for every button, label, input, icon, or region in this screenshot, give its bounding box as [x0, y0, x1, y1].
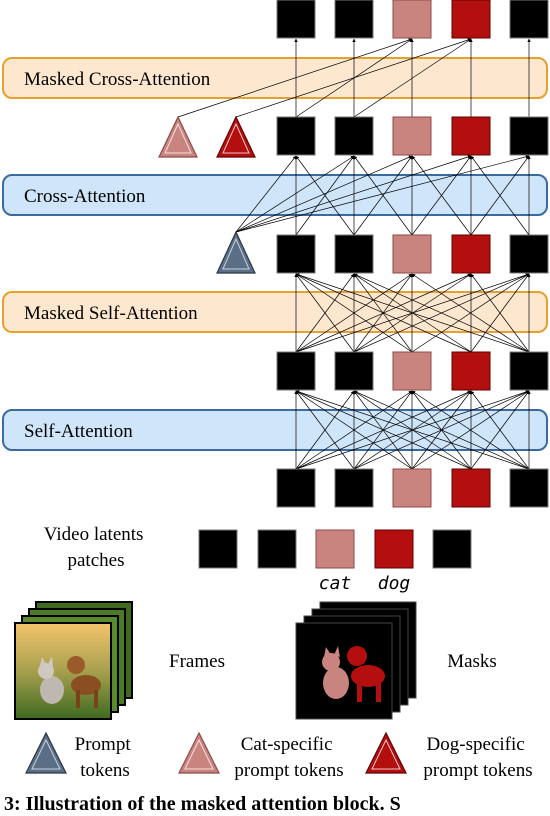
attention-edge: [295, 38, 413, 118]
attention-edge: [470, 273, 530, 353]
latent-patch: [509, 234, 549, 274]
latent-patch: [334, 0, 374, 39]
latent-patch: [334, 116, 374, 156]
attention-edge: [411, 273, 530, 353]
cat-latent-patch: [315, 529, 355, 569]
latent-patch-rows: [276, 0, 549, 508]
attention-edge: [411, 390, 530, 470]
masks-image-stack: [295, 601, 417, 720]
stack-prompt-tokens: [158, 115, 256, 274]
dog-latent-patch: [451, 116, 491, 156]
cat-prompt-token: [158, 115, 198, 158]
attention-edge: [177, 38, 413, 118]
dog-latent-patch: [451, 0, 491, 39]
dog-latent-patch: [451, 234, 491, 274]
latent-patch: [509, 468, 549, 508]
attention-edge: [295, 273, 413, 353]
band-cross-attention: Cross-Attention: [2, 174, 548, 216]
latent-patch: [334, 468, 374, 508]
attention-edge: [295, 390, 355, 470]
masks-label: Masks: [447, 651, 497, 672]
prompt-token-inner: [222, 237, 250, 270]
prompt-token: [216, 230, 256, 274]
cat-latent-patch: [392, 234, 432, 274]
latent-patch: [509, 116, 549, 156]
attention-edge: [235, 155, 297, 233]
attention-edge: [411, 155, 472, 236]
latent-patch: [276, 116, 316, 156]
attention-edge: [295, 390, 472, 470]
latent-patch: [276, 0, 316, 39]
figure-caption: 3: Illustration of the masked attention …: [4, 793, 401, 815]
dog-prompt-token: [216, 115, 256, 158]
latent-patch: [198, 529, 238, 569]
attention-edge: [353, 155, 413, 236]
legend-prompt-label: Prompt tokens: [75, 734, 136, 781]
attention-edge: [353, 273, 472, 353]
attention-edge: [353, 390, 530, 470]
cat-latent-patch: [392, 468, 432, 508]
legend-cat-label: Cat-specific prompt tokens: [234, 734, 343, 781]
latent-patch: [334, 351, 374, 391]
attention-edge: [470, 155, 530, 236]
band-masked-self-attention: Masked Self-Attention: [2, 291, 548, 333]
attention-edge: [295, 155, 355, 236]
legend-dog-token: [365, 731, 407, 774]
cat-prompt-token-inner: [164, 122, 192, 154]
attention-connections: [177, 38, 531, 470]
attention-edge: [295, 273, 355, 353]
attention-edge: [295, 390, 413, 470]
latent-patch: [276, 468, 316, 508]
frames-image-stack: [14, 601, 133, 720]
video-latents-label: Video latents patches: [44, 524, 148, 571]
legend-prompt-token: [25, 731, 67, 774]
attention-edge: [295, 273, 472, 353]
dog-latent-patch: [451, 468, 491, 508]
video-latents-patches: [198, 529, 472, 569]
attention-edge: [235, 155, 355, 233]
legend-dog-label: Dog-specific prompt tokens: [423, 734, 532, 781]
legend-cat-token: [178, 731, 220, 774]
latent-patch: [276, 234, 316, 274]
dog-prompt-token-inner: [222, 122, 250, 154]
frames-label: Frames: [169, 651, 225, 672]
attention-edge: [353, 273, 530, 353]
band-label-cross-attention: Cross-Attention: [24, 186, 146, 207]
attention-edge: [353, 38, 472, 118]
dog-latent-patch: [451, 351, 491, 391]
band-label-masked-cross-attention: Masked Cross-Attention: [24, 69, 211, 90]
band-label-self-attention: Self-Attention: [24, 421, 133, 442]
cat-tag: cat: [319, 573, 352, 594]
latent-patch: [509, 351, 549, 391]
band-self-attention: Self-Attention: [2, 409, 548, 451]
latent-patch: [257, 529, 297, 569]
latent-patch: [509, 0, 549, 39]
dog-latent-patch: [374, 529, 414, 569]
latent-patch: [334, 234, 374, 274]
cat-latent-patch: [392, 0, 432, 39]
attention-edge: [353, 273, 413, 353]
attention-edge: [470, 390, 530, 470]
attention-edge: [235, 155, 472, 233]
dog-tag: dog: [378, 573, 411, 594]
cat-latent-patch: [392, 351, 432, 391]
latent-patch: [276, 351, 316, 391]
legend: Prompt tokens Cat-specific prompt tokens…: [25, 731, 533, 781]
cat-latent-patch: [392, 116, 432, 156]
attention-edge: [295, 390, 530, 470]
band-masked-cross-attention: Masked Cross-Attention: [2, 57, 548, 99]
band-label-masked-self-attention: Masked Self-Attention: [24, 303, 198, 324]
latent-patch: [432, 529, 472, 569]
